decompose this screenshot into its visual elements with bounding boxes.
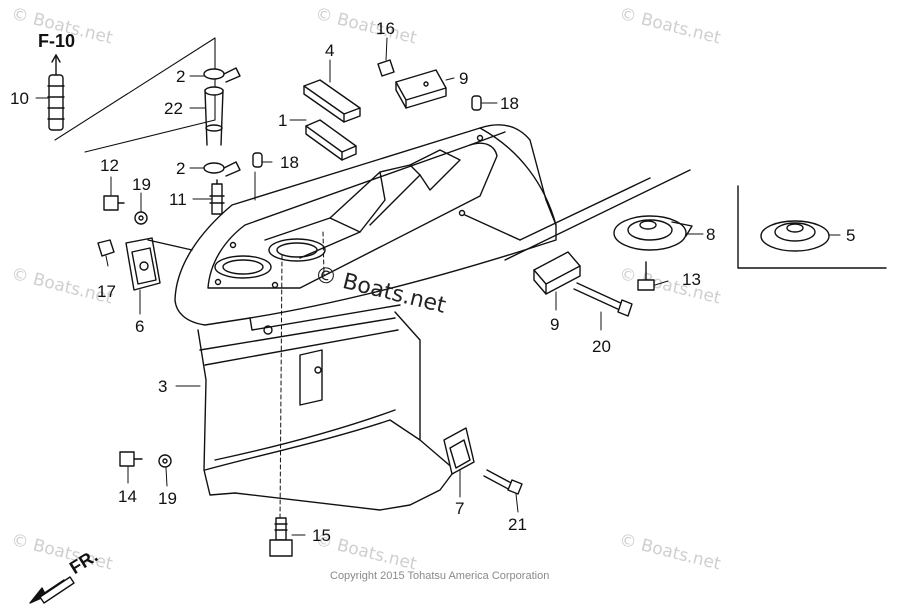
- callout-18: 18: [280, 153, 299, 172]
- front-direction-arrow: [29, 576, 75, 604]
- part-11-fitting: [209, 179, 225, 215]
- center-lines: [279, 231, 325, 521]
- callout-11: 11: [169, 190, 187, 209]
- part-2-22-hose-and-clamps: [203, 67, 241, 177]
- leader-lines: [35, 37, 841, 536]
- callout-15: 15: [312, 526, 331, 545]
- callout-10: 10: [10, 89, 29, 108]
- part-4-1-seals: [303, 79, 361, 161]
- callout-8: 8: [706, 225, 716, 244]
- copyright-text: Copyright 2015 Tohatsu America Corporati…: [330, 570, 550, 582]
- reference-bracket: [54, 37, 216, 153]
- callout-4: 4: [325, 41, 335, 60]
- part-15-bolt: [269, 517, 293, 557]
- part-8-9-13-20-right-group: [464, 169, 693, 317]
- callout-16: 16: [376, 19, 395, 38]
- callout-5: 5: [846, 226, 856, 245]
- callout-22: 22: [164, 99, 183, 118]
- part-18-dowel-pins: [252, 95, 482, 168]
- callout-20: 20: [592, 337, 611, 356]
- callout-19: 19: [132, 175, 151, 194]
- callout-6: 6: [135, 317, 145, 336]
- callout-2: 2: [176, 67, 186, 86]
- part-12-19-17-6-left-group: [97, 195, 193, 291]
- callout-13: 13: [682, 270, 701, 289]
- part-14-19-bottom-left: [119, 451, 172, 468]
- gear-case-body: [174, 124, 557, 511]
- callout-12: 12: [100, 156, 119, 175]
- callout-19: 19: [158, 489, 177, 508]
- callout-21: 21: [508, 515, 527, 534]
- callout-7: 7: [455, 499, 465, 518]
- part-16-9-top-anode: [377, 59, 447, 109]
- reference-label: F-10: [38, 31, 76, 51]
- callout-2: 2: [176, 159, 186, 178]
- callout-3: 3: [158, 377, 168, 396]
- callout-14: 14: [118, 487, 137, 506]
- part-7-21-bottom-right: [443, 427, 523, 495]
- callout-9: 9: [459, 69, 469, 88]
- part-5-inset: [737, 185, 887, 269]
- part-10-hose-nipple: [47, 54, 65, 131]
- callout-18: 18: [500, 94, 519, 113]
- callout-1: 1: [278, 111, 288, 130]
- callout-9: 9: [550, 315, 560, 334]
- callout-17: 17: [97, 282, 116, 301]
